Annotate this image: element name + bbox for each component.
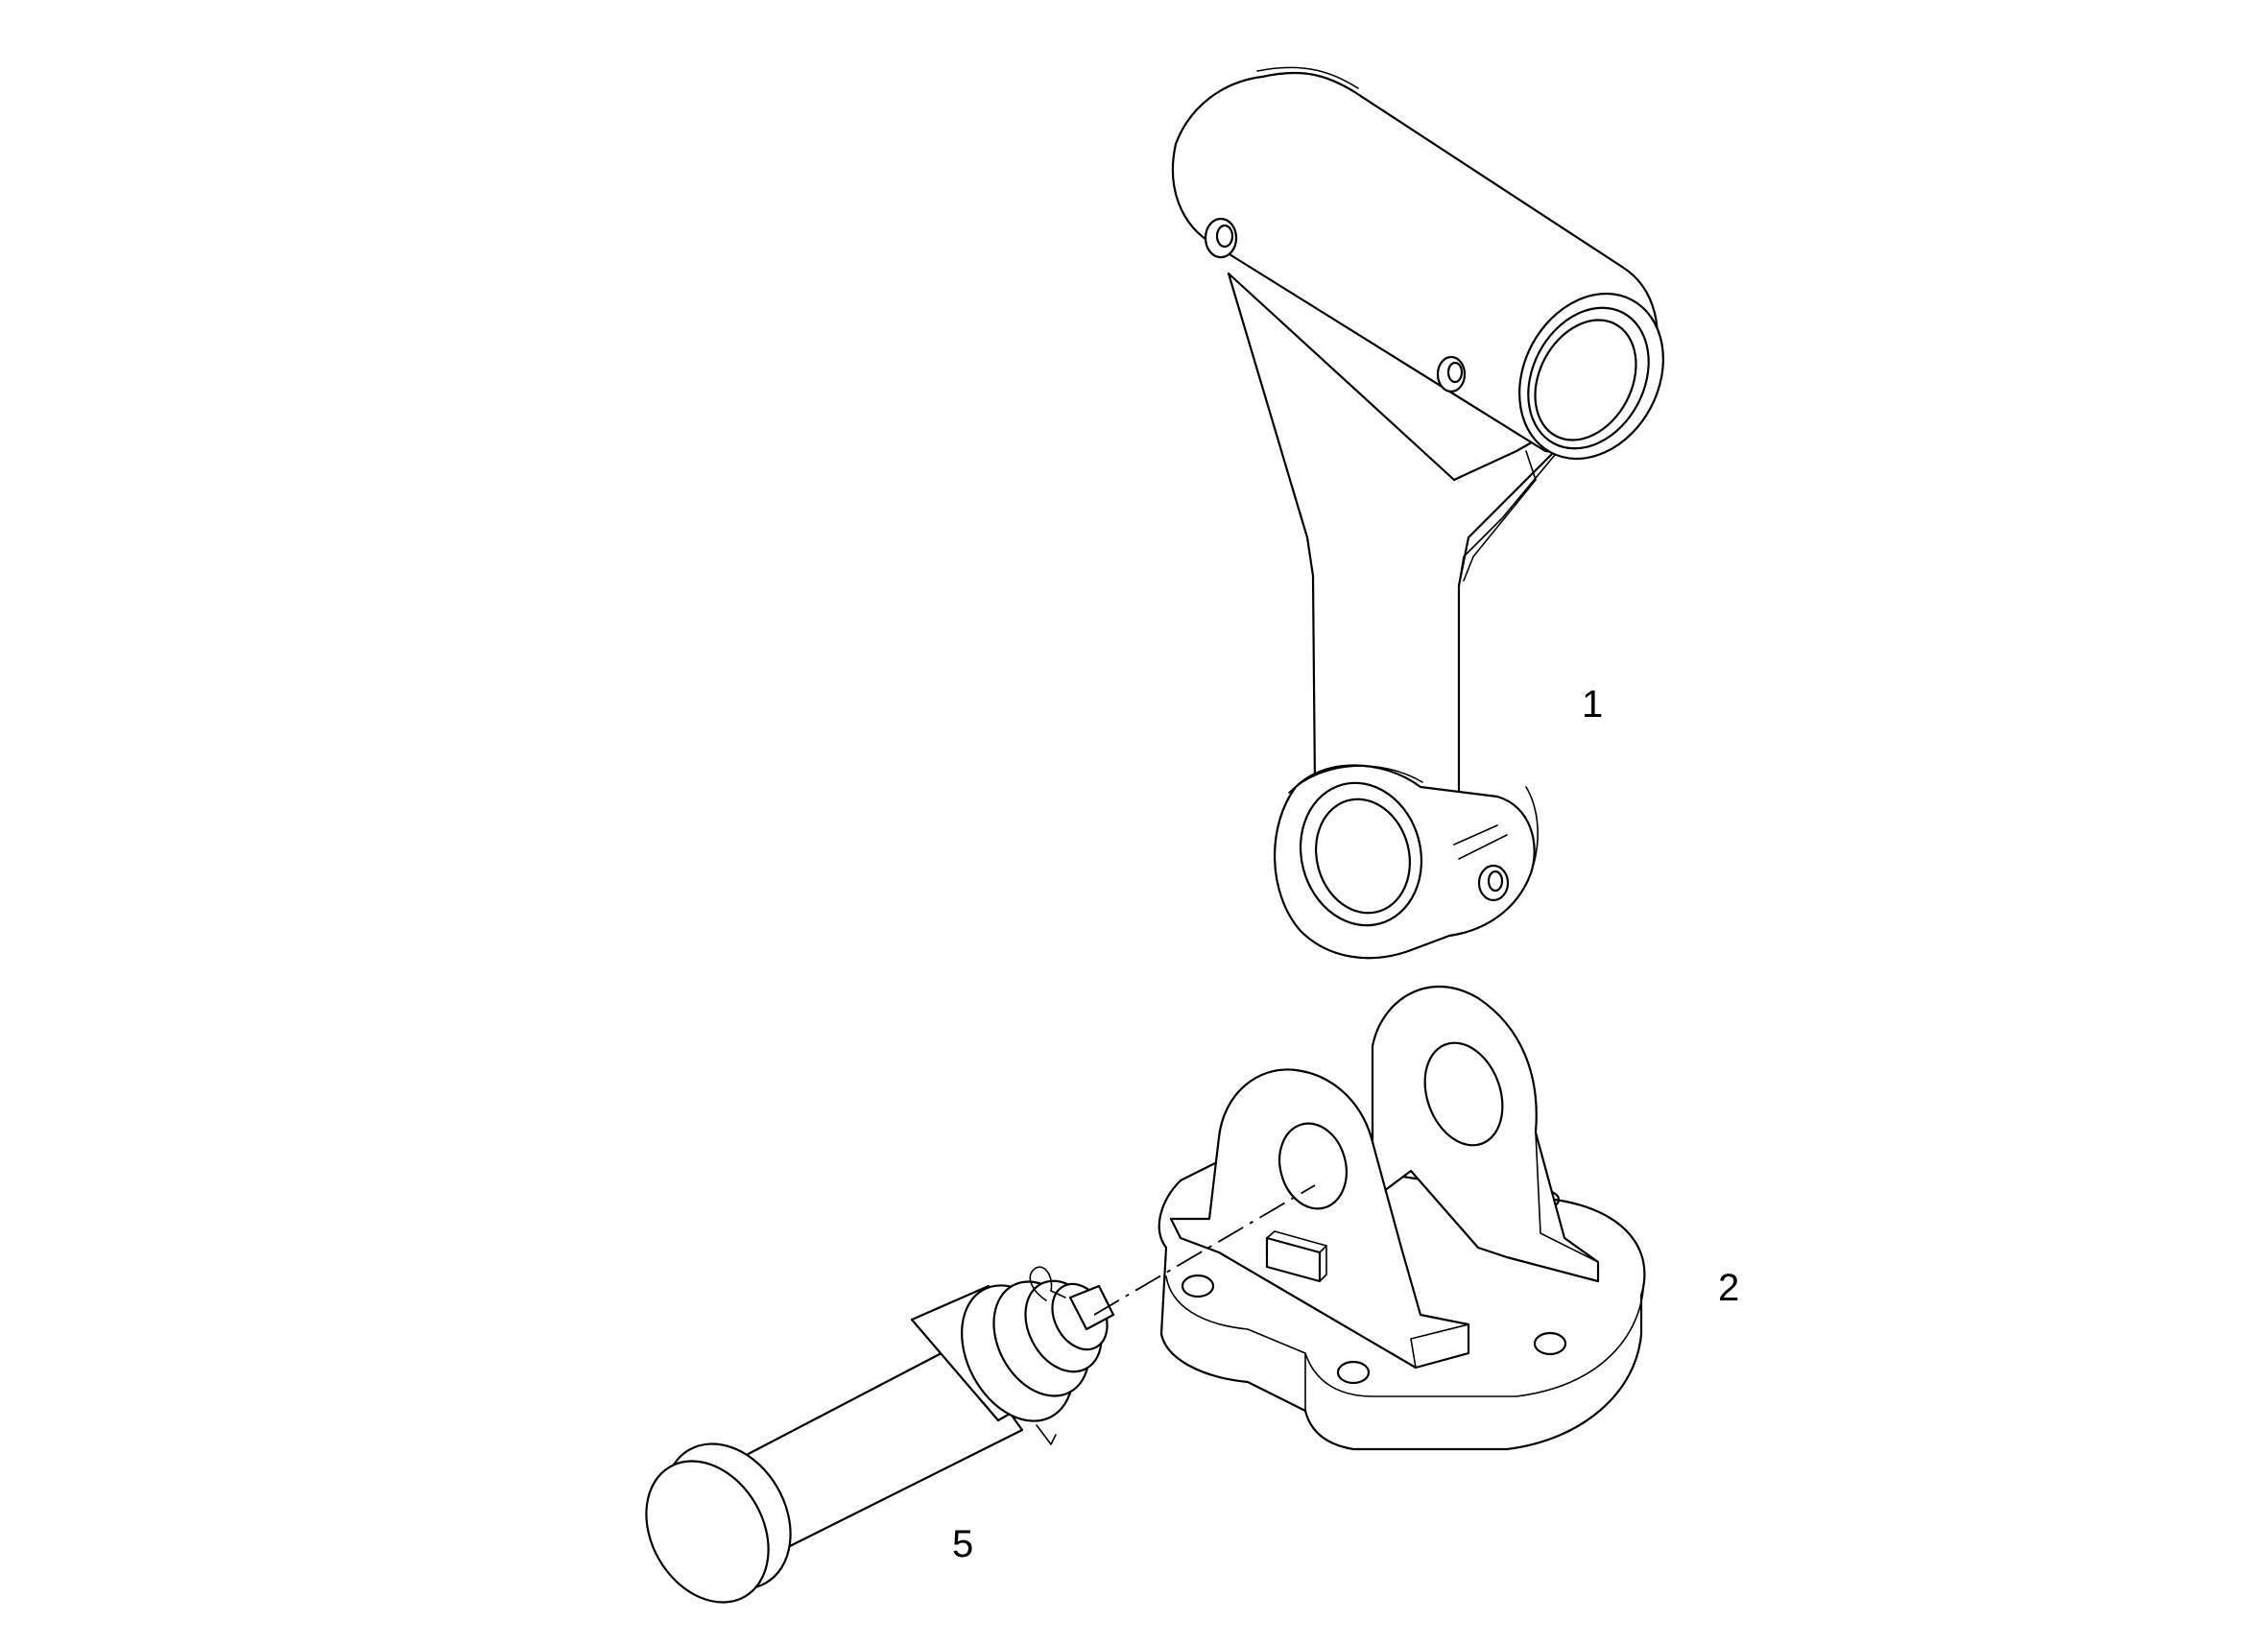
assembly-axis-line: [1093, 1184, 1316, 1316]
part-2-bracket: [1158, 986, 1646, 1451]
part-1-lever-arm: [1171, 66, 1664, 960]
callout-1: 1: [1582, 683, 1603, 726]
callout-5: 5: [952, 1523, 973, 1565]
part-5-pin: [645, 1266, 1115, 1604]
callout-2: 2: [1718, 1267, 1739, 1309]
